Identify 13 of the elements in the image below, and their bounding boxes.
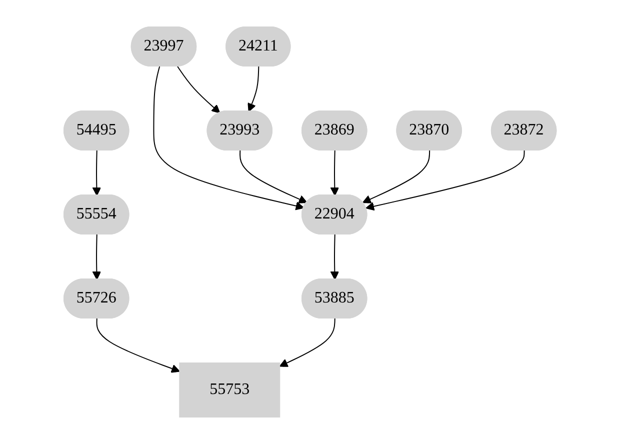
node-box: 55753 xyxy=(179,362,280,417)
arrow xyxy=(239,150,308,203)
arrow xyxy=(330,234,339,280)
arrow xyxy=(248,66,260,112)
arrow xyxy=(96,318,180,372)
arrow xyxy=(176,65,220,113)
arrow xyxy=(362,150,430,203)
arrow xyxy=(92,234,101,280)
arrow xyxy=(279,318,336,366)
arrow xyxy=(92,150,101,196)
arrow xyxy=(153,66,304,210)
arrow xyxy=(365,150,525,210)
arrow xyxy=(330,150,339,196)
